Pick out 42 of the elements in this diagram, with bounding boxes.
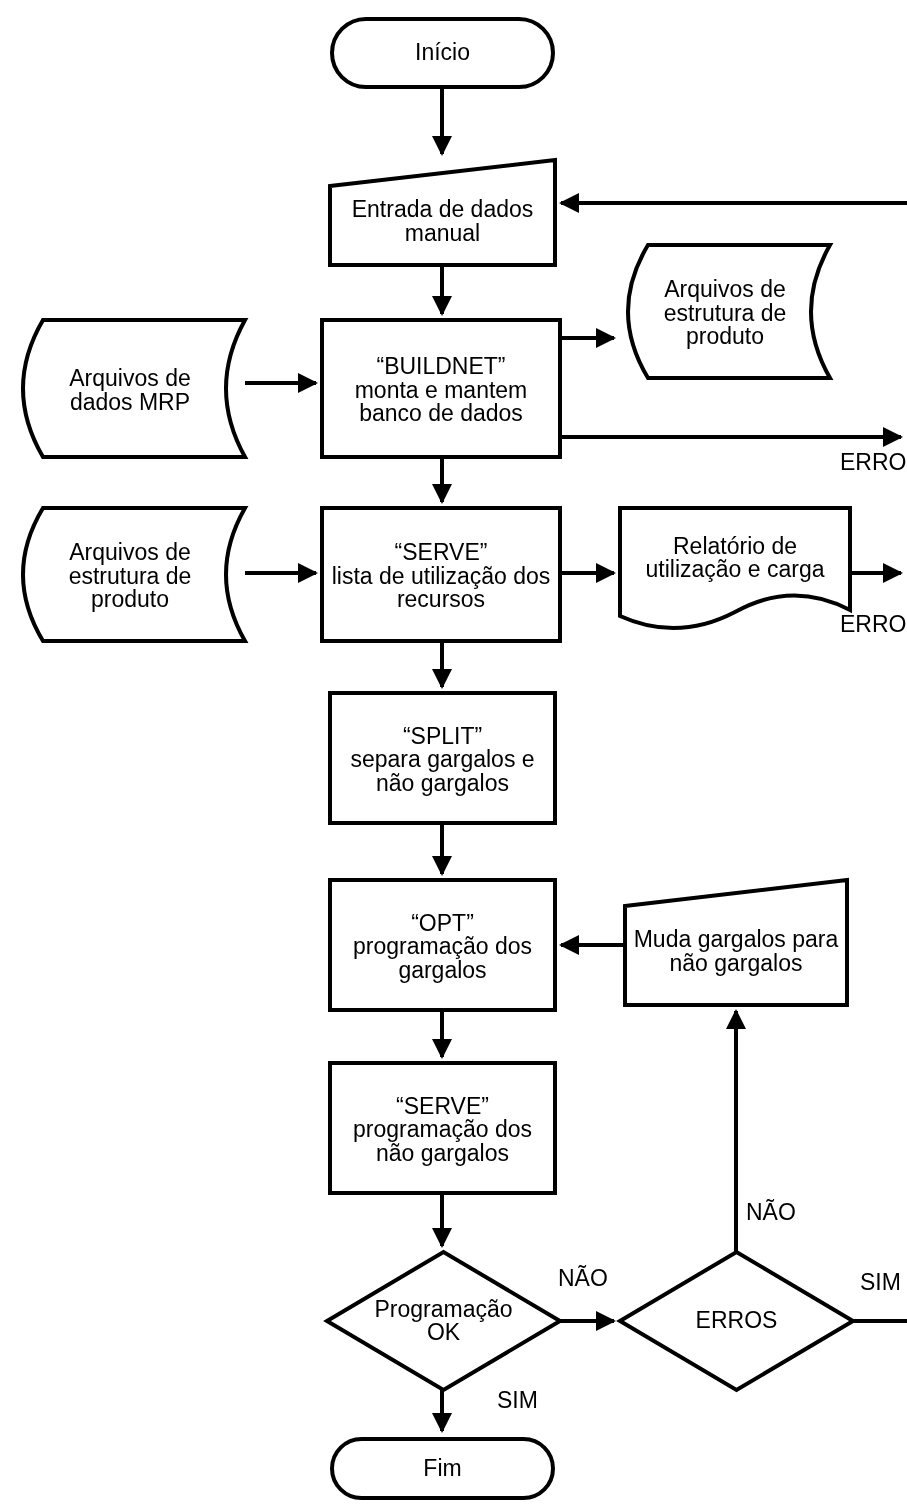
process-box [330,693,555,823]
box-text: Muda gargalos para não gargalos [633,928,839,975]
box-text: programação dos não gargalos [352,1118,533,1166]
arrow [559,193,907,213]
box-text: programação dos gargalos [352,935,533,983]
process-box [322,508,560,641]
arrow [432,823,452,876]
arrow [559,935,625,955]
arrow [245,373,318,393]
arrow [432,89,452,156]
connector-line [853,1319,907,1323]
box-text: Arquivos de estrutura de produto [67,541,193,612]
box-text: monta e mantem banco de dados [353,378,529,426]
arrow [245,563,318,583]
arrow [560,1311,616,1331]
manual-input-box [625,880,847,1005]
process-box [330,1063,555,1193]
box-heading: “BUILDNET” [376,355,506,379]
box-text: lista de utilização dos recursos [330,564,552,612]
box-heading: “OPT” [411,911,474,936]
box-heading: “SPLIT” [402,724,483,749]
box-text: Entrada de dados manual [350,198,535,245]
arrow [432,1010,452,1059]
process-box [330,880,555,1010]
manual-input-box [330,160,555,265]
box-text: Fim [423,1456,462,1481]
box-text: Início [415,41,470,65]
arrow [432,265,452,316]
box-text: Relatório de utilização e carga [644,534,826,582]
box-text: separa gargalos e não gargalos [349,748,536,796]
arrow [432,1193,452,1248]
arrow [432,1390,452,1433]
box-text: Arquivos de dados MRP [68,367,192,414]
box-heading: “SERVE” [396,1094,489,1119]
process-box [322,320,560,457]
arrow [726,1009,746,1252]
box-heading: “SERVE” [394,541,488,565]
box-text: Arquivos de estrutura de produto [662,278,788,349]
arrow [432,641,452,689]
box-text: Programação OK [373,1297,514,1345]
box-text: ERROS [695,1309,778,1333]
arrow [432,457,452,504]
